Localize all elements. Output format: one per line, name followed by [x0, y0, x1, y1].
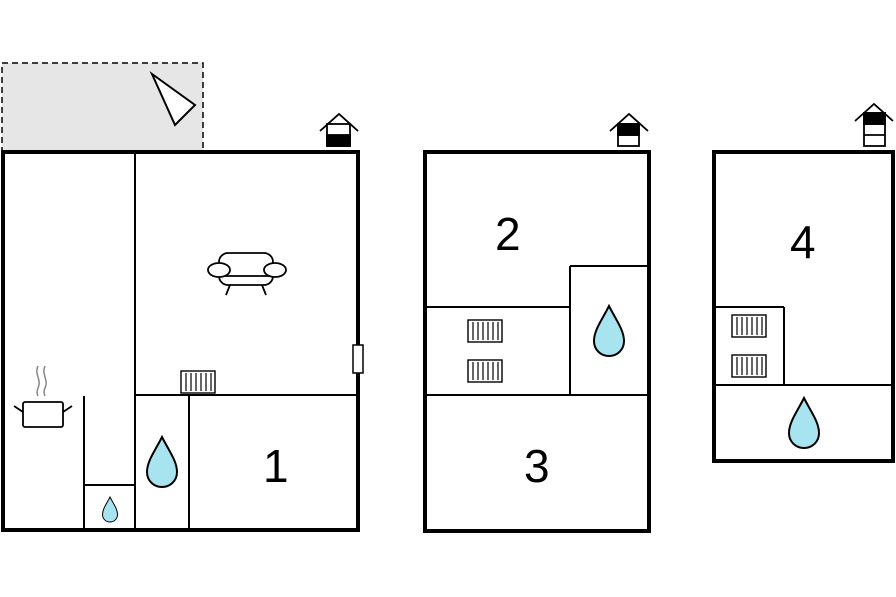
floor-first: 2 3 — [423, 112, 651, 533]
radiator-icon — [180, 370, 216, 394]
floor-first-outline — [423, 150, 651, 533]
bath-drop-icon — [788, 397, 820, 449]
sofa-icon — [207, 252, 287, 296]
wc-drop-icon — [102, 496, 118, 523]
radiator-icon — [467, 319, 503, 343]
room-label-1: 1 — [263, 440, 289, 492]
house-level-icon-ground — [319, 112, 359, 147]
house-level-icon-second — [854, 102, 894, 147]
floor-ground-outline — [1, 150, 360, 532]
radiator-icon — [731, 354, 767, 378]
radiator-icon — [731, 314, 767, 338]
house-level-icon-first — [609, 112, 649, 147]
floor-second: 4 — [712, 102, 895, 463]
shower-drop-icon — [146, 436, 178, 488]
room-label-4: 4 — [790, 216, 816, 268]
compass-icon — [149, 71, 197, 127]
radiator-icon — [467, 359, 503, 383]
bath-drop-icon — [593, 305, 625, 357]
room-label-3: 3 — [524, 440, 550, 492]
door-icon — [352, 344, 364, 374]
room-label-2: 2 — [495, 208, 521, 260]
kitchen-pot-icon — [13, 365, 73, 428]
floor-ground: 1 — [1, 62, 364, 532]
